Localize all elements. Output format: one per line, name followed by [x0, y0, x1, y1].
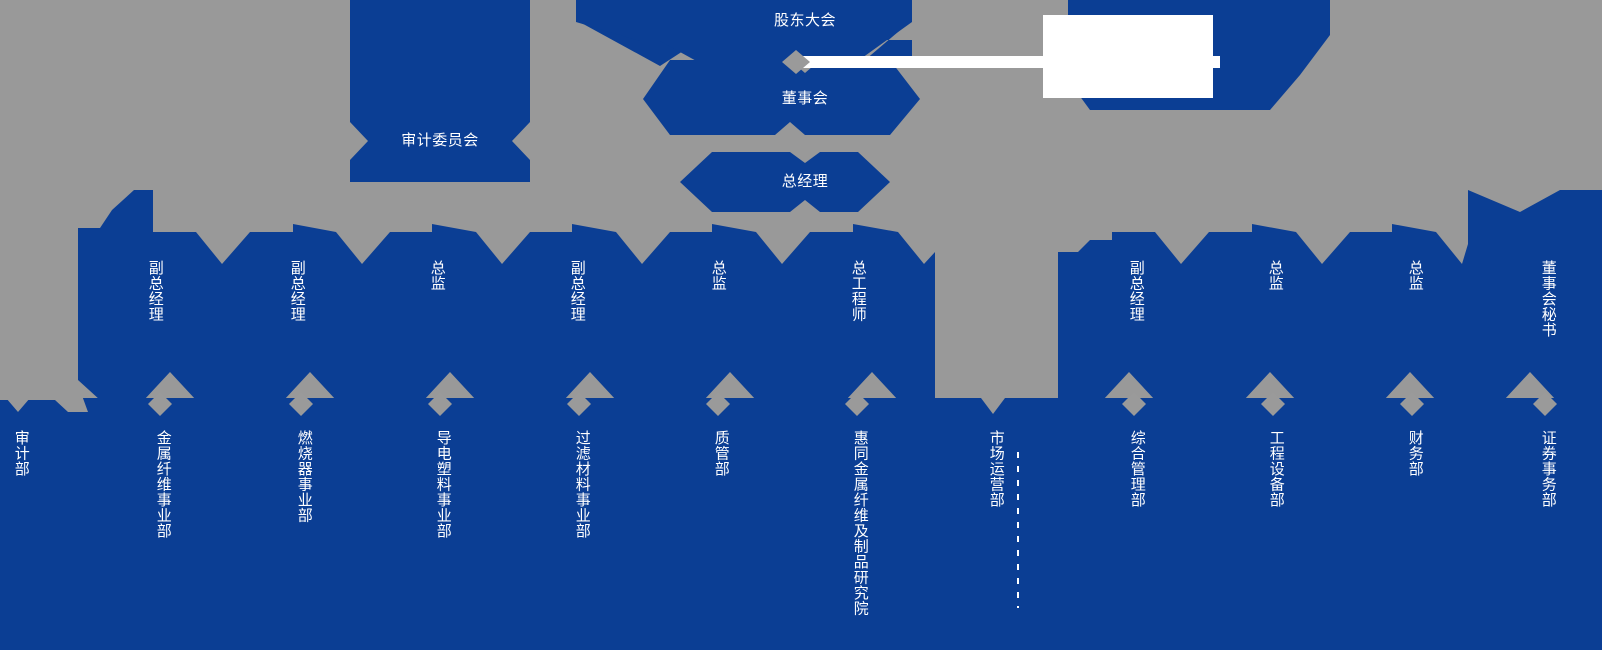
officer-label-chief-engineer[interactable]: 总工程师 [849, 260, 867, 322]
dept-label-metal-fiber[interactable]: 金属纤维事业部 [154, 430, 172, 539]
dept-label-conductive-plastic[interactable]: 导电塑料事业部 [434, 430, 452, 539]
dept-label-engineering-equipment[interactable]: 工程设备部 [1267, 430, 1285, 508]
shape-shareholders-meeting-body [576, 0, 912, 63]
shape-officer-group-right [1058, 190, 1602, 400]
dept-label-audit[interactable]: 审计部 [12, 430, 30, 477]
gray-gap-column [935, 255, 1058, 398]
dept-label-general-admin[interactable]: 综合管理部 [1128, 430, 1146, 508]
gray-notch-left-arrow [0, 390, 82, 412]
officer-label-vgm-2[interactable]: 副总经理 [288, 260, 306, 322]
officer-label-director-4[interactable]: 总监 [1406, 260, 1424, 291]
dept-label-research-institute[interactable]: 惠同金属纤维及制品研究院 [851, 430, 869, 616]
shape-blank-white-box[interactable] [1043, 15, 1213, 98]
connector-diamond-endpoint [782, 50, 810, 74]
shape-department-band [0, 398, 1602, 650]
officer-label-director-2[interactable]: 总监 [709, 260, 727, 291]
officer-label-director-3[interactable]: 总监 [1266, 260, 1284, 291]
shape-general-manager[interactable] [680, 152, 890, 212]
officer-label-director-1[interactable]: 总监 [428, 260, 446, 291]
label-general-manager[interactable]: 总经理 [781, 173, 829, 190]
officer-label-vgm-3[interactable]: 副总经理 [568, 260, 586, 322]
officer-label-board-secretary[interactable]: 董事会秘书 [1539, 260, 1557, 338]
shape-officer-group-left [78, 190, 935, 400]
label-audit-committee[interactable]: 审计委员会 [401, 132, 479, 149]
label-shareholders-meeting[interactable]: 股东大会 [773, 12, 836, 29]
shape-audit-committee[interactable] [350, 0, 530, 182]
dept-label-market-operations[interactable]: 市场运营部 [987, 430, 1005, 508]
label-board-of-directors[interactable]: 董事会 [781, 90, 829, 107]
dept-label-filter-material[interactable]: 过滤材料事业部 [573, 430, 591, 539]
dept-label-securities-affairs[interactable]: 证券事务部 [1539, 430, 1557, 508]
dept-label-burner[interactable]: 燃烧器事业部 [295, 430, 313, 523]
dept-label-quality-control[interactable]: 质管部 [712, 430, 730, 477]
department-diamonds [148, 392, 1557, 416]
shape-board-of-directors[interactable] [643, 60, 920, 135]
gray-gap-column-top [935, 252, 1058, 258]
officer-label-vgm-1[interactable]: 副总经理 [146, 260, 164, 322]
dept-label-finance[interactable]: 财务部 [1406, 430, 1424, 477]
officer-label-vgm-4[interactable]: 副总经理 [1127, 260, 1145, 322]
